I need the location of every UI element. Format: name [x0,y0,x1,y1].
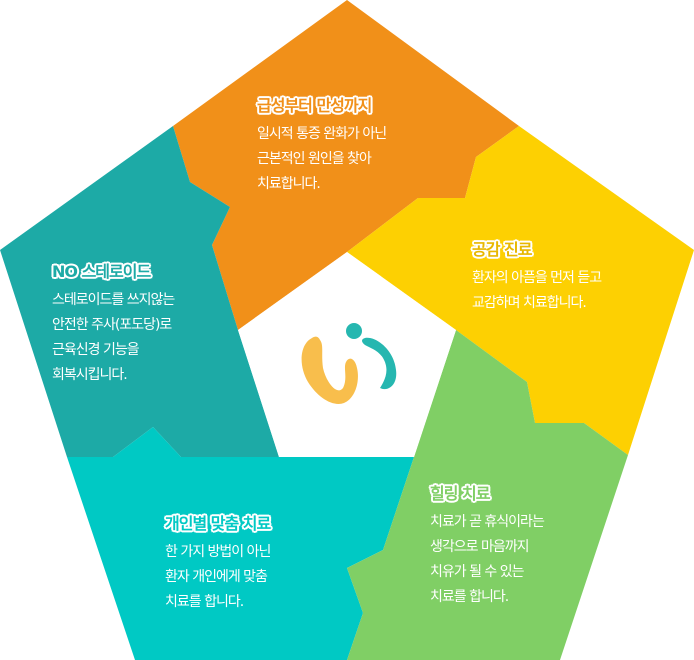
segment-text: 교감하며 치료합니다. [472,295,587,311]
center-white-pentagon [238,252,456,457]
segment-title: 급성부터 만성까지 [257,96,372,115]
segment-personalized: 개인별 맞춤 치료 한 가지 방법이 아닌 환자 개인에게 맞춤 치료를 합니다… [165,510,271,615]
segment-text: 일시적 통증 완화가 아닌 [257,126,387,142]
segment-text: 치료가 곧 휴식이라는 [430,514,545,530]
segment-text: 안전한 주사(포도당)로 [52,317,172,333]
segment-text: 환자의 아픔을 먼저 듣고 [472,270,602,286]
segment-text: 한 가지 방법이 아닌 [165,544,271,560]
segment-text: 치유가 될 수 있는 [430,564,525,580]
segment-text: 환자 개인에게 맞춤 [165,569,268,585]
segment-title: 힐링 치료 [430,484,490,503]
segment-shape-personalized [67,427,414,660]
segment-text: 치료합니다. [257,176,321,192]
segment-title: 개인별 맞춤 치료 [165,514,271,533]
segment-shape-acute-chronic [173,0,519,330]
segment-title: NO 스테로이드 [52,262,151,281]
segment-text: 생각으로 마음까지 [430,539,529,555]
segment-no-steroid: NO 스테로이드 스테로이드를 쓰지않는 안전한 주사(포도당)로 근육신경 기… [52,258,175,388]
segment-text: 회복시킵니다. [52,367,128,383]
segment-text: 치료를 합니다. [430,589,509,605]
segment-acute-chronic: 급성부터 만성까지 일시적 통증 완화가 아닌 근본적인 원인을 찾아 치료합니… [257,92,387,197]
segment-shape-empathy [347,126,694,455]
segment-shape-healing [347,330,628,660]
segment-text: 치료를 합니다. [165,594,244,610]
segment-title: 공감 진료 [472,240,532,259]
segment-text: 근본적인 원인을 찾아 [257,151,372,167]
segment-healing: 힐링 치료 치료가 곧 휴식이라는 생각으로 마음까지 치유가 될 수 있는 치… [430,480,545,610]
segment-text: 스테로이드를 쓰지않는 [52,292,175,308]
segment-empathy: 공감 진료 환자의 아픔을 먼저 듣고 교감하며 치료합니다. [472,236,602,316]
segment-shape-no-steroid [0,126,279,457]
clinic-logo-icon [301,323,397,404]
segment-text: 근육신경 기능을 [52,342,140,358]
